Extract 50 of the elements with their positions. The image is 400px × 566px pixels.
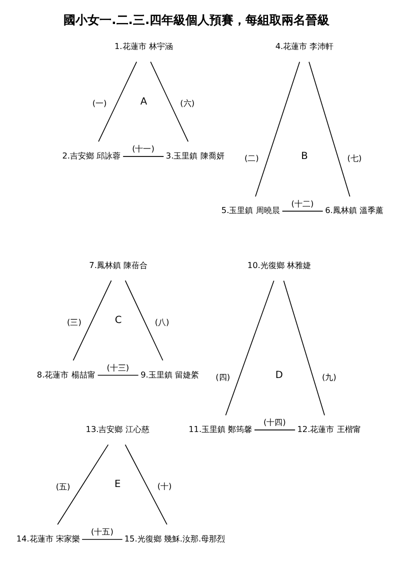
edge-label: (七) bbox=[347, 153, 362, 164]
node-text: 9.玉里鎮 留婕綮 bbox=[140, 369, 199, 380]
edge-label: (十) bbox=[157, 481, 172, 492]
edge-label: (三) bbox=[67, 316, 82, 327]
edge-label: (五) bbox=[56, 481, 70, 492]
edge-label: (六) bbox=[180, 98, 195, 108]
connector bbox=[150, 61, 189, 142]
node-text: 15.光復鄉 幾穌.汝那.母那烈 bbox=[124, 533, 226, 544]
connector bbox=[255, 62, 300, 197]
node-text: 2.吉安鄉 邱詠蓉 bbox=[62, 150, 121, 160]
edge-label: (二) bbox=[244, 153, 259, 164]
connector bbox=[124, 444, 168, 525]
connector bbox=[82, 538, 123, 540]
connector bbox=[124, 280, 164, 361]
connector bbox=[282, 210, 324, 212]
edge-label: (十三) bbox=[106, 362, 130, 372]
node-text: 3.玉里鎮 陳喬妍 bbox=[166, 150, 224, 160]
edge-label: (十四) bbox=[264, 417, 286, 428]
node-text: 13.吉安鄉 江心慈 bbox=[86, 424, 150, 434]
label: B bbox=[301, 150, 308, 162]
connector bbox=[283, 280, 325, 416]
edge-label: (一) bbox=[92, 98, 107, 108]
edge-label: (十一) bbox=[132, 144, 154, 154]
label: D bbox=[275, 370, 283, 381]
edge-label: (八) bbox=[154, 316, 170, 327]
label: C bbox=[114, 315, 122, 326]
node-text: 7.鳳林鎮 陳蓓合 bbox=[89, 260, 148, 270]
node-text: 11.玉里鎮 鄭筠馨 bbox=[188, 424, 252, 434]
node-text: 1.花蓮市 林宇涵 bbox=[114, 41, 173, 52]
node-text: 12.花蓮市 王楷甯 bbox=[297, 424, 361, 434]
connector bbox=[98, 61, 138, 142]
connector bbox=[122, 156, 164, 157]
node-text: 5.玉里鎮 周曉晨 bbox=[221, 205, 280, 216]
edge-label: (十五) bbox=[91, 526, 114, 536]
edge-label: (九) bbox=[322, 372, 336, 382]
diagram-title: 國小女一.二.三.四年級個人預賽，每組取兩名晉級 bbox=[64, 13, 330, 28]
node-text: 8.花蓮市 楊喆甯 bbox=[36, 369, 96, 380]
connector bbox=[225, 280, 274, 416]
label: A bbox=[140, 96, 148, 108]
edge-label: (四) bbox=[216, 372, 230, 382]
node-text: 14.花蓮市 宋家樂 bbox=[16, 533, 80, 544]
node-text: 4.花蓮市 李沛軒 bbox=[275, 41, 334, 52]
connector bbox=[72, 280, 112, 361]
label: E bbox=[114, 479, 121, 490]
connector bbox=[57, 444, 109, 525]
connector bbox=[308, 62, 350, 197]
edge-label: (十二) bbox=[291, 198, 314, 208]
node-text: 6.鳳林鎮 溫季薰 bbox=[325, 205, 384, 216]
connector bbox=[97, 374, 139, 376]
node-text: 10.光復鄉 林雅婕 bbox=[247, 260, 311, 270]
